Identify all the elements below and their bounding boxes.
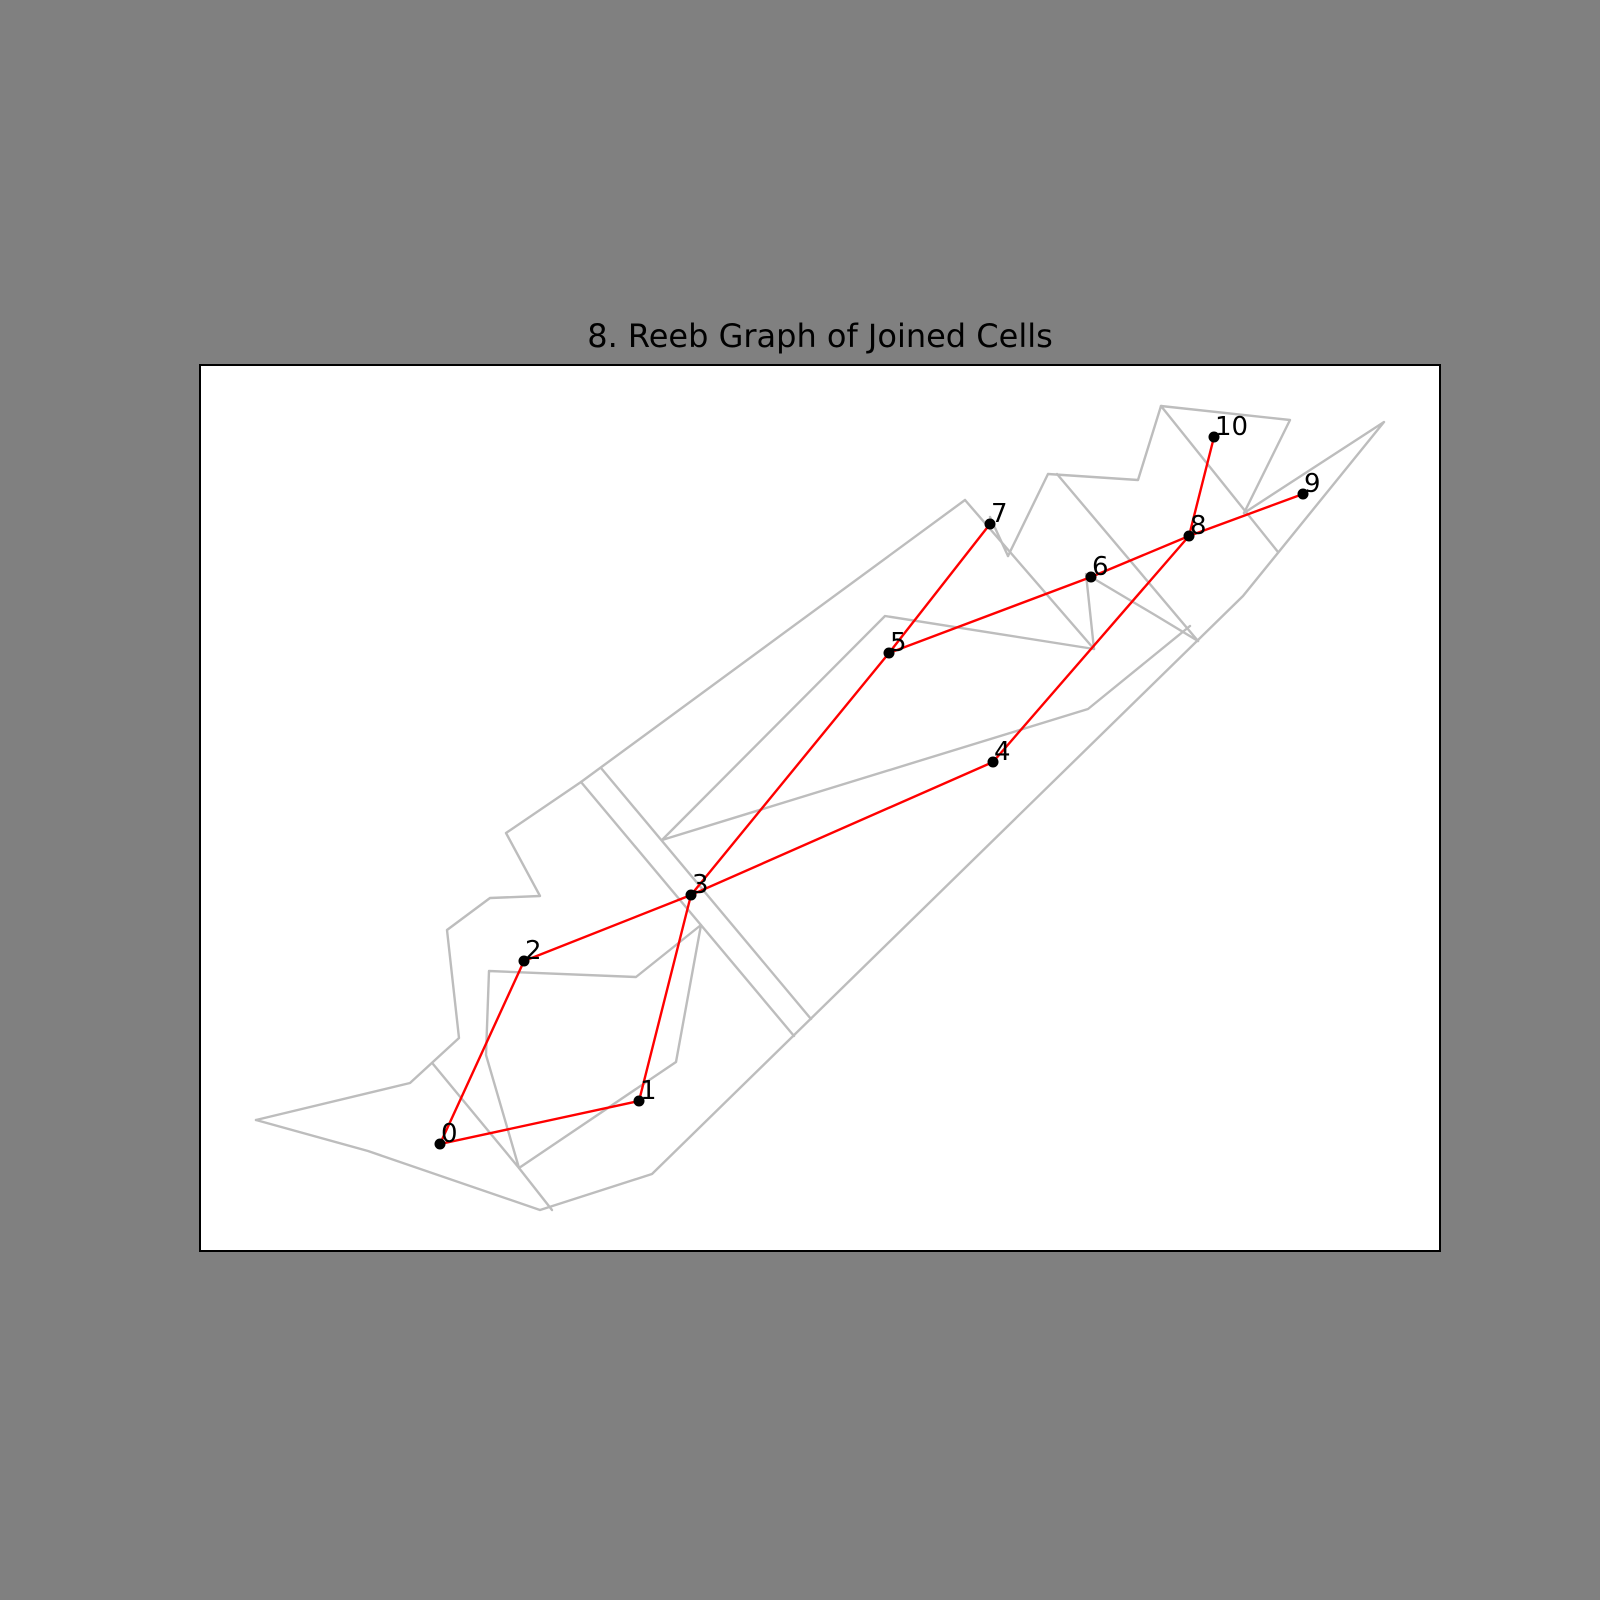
plot-frame	[199, 364, 1441, 1252]
graph-node-7	[984, 518, 996, 530]
graph-node-8	[1183, 530, 1195, 542]
graph-node-2	[518, 955, 530, 967]
graph-edge-2-3	[522, 893, 693, 963]
outer-boundary-upper	[254, 498, 967, 1122]
graph-edge-3-5	[689, 651, 891, 897]
node-label-9: 9	[1304, 469, 1321, 499]
node-labels: 0 1 2 3 4 5 6 7 8 9 10	[441, 412, 1321, 1149]
node-label-4: 4	[994, 737, 1011, 767]
graph-edge-8-9	[1187, 492, 1305, 538]
graph-node-3	[685, 889, 697, 901]
upper-boundary-right	[1006, 404, 1292, 558]
graph-edge-4-8	[991, 534, 1191, 764]
outer-boundary-lower	[254, 420, 1386, 1212]
node-label-1: 1	[640, 1076, 657, 1106]
graph-node-10	[1208, 431, 1220, 443]
node-label-7: 7	[991, 499, 1008, 529]
node-label-8: 8	[1190, 511, 1207, 541]
plot-area	[200, 365, 1440, 1251]
graph-nodes	[434, 431, 1309, 1150]
graph-edges	[438, 435, 1305, 1146]
cell-divider	[599, 766, 813, 1021]
graph-node-0	[434, 1138, 446, 1150]
node-label-6: 6	[1092, 552, 1109, 582]
node-label-10: 10	[1215, 412, 1248, 442]
graph-node-5	[883, 647, 895, 659]
graph-edge-6-8	[1089, 534, 1191, 579]
graph-edge-8-10	[1187, 435, 1216, 538]
cell-divider	[1159, 404, 1280, 554]
graph-edge-0-1	[438, 1099, 641, 1146]
graph-edge-5-6	[887, 575, 1093, 655]
graph-edge-0-2	[438, 959, 526, 1146]
graph-edge-3-4	[689, 760, 995, 897]
graph-node-4	[987, 756, 999, 768]
graph-edge-1-3	[637, 893, 693, 1103]
cell-divider	[1055, 472, 1200, 643]
graph-edge-5-7	[887, 522, 992, 655]
graph-node-6	[1085, 571, 1097, 583]
node-label-5: 5	[890, 628, 907, 658]
node-label-2: 2	[525, 936, 542, 966]
cell-divider	[517, 1166, 554, 1212]
node-label-3: 3	[692, 870, 709, 900]
graph-node-1	[633, 1095, 645, 1107]
node-label-0: 0	[441, 1119, 458, 1149]
inner-cell	[660, 572, 1200, 842]
graph-node-9	[1297, 488, 1309, 500]
figure-title: 8. Reeb Graph of Joined Cells	[587, 317, 1053, 355]
inner-cell	[660, 624, 1192, 842]
